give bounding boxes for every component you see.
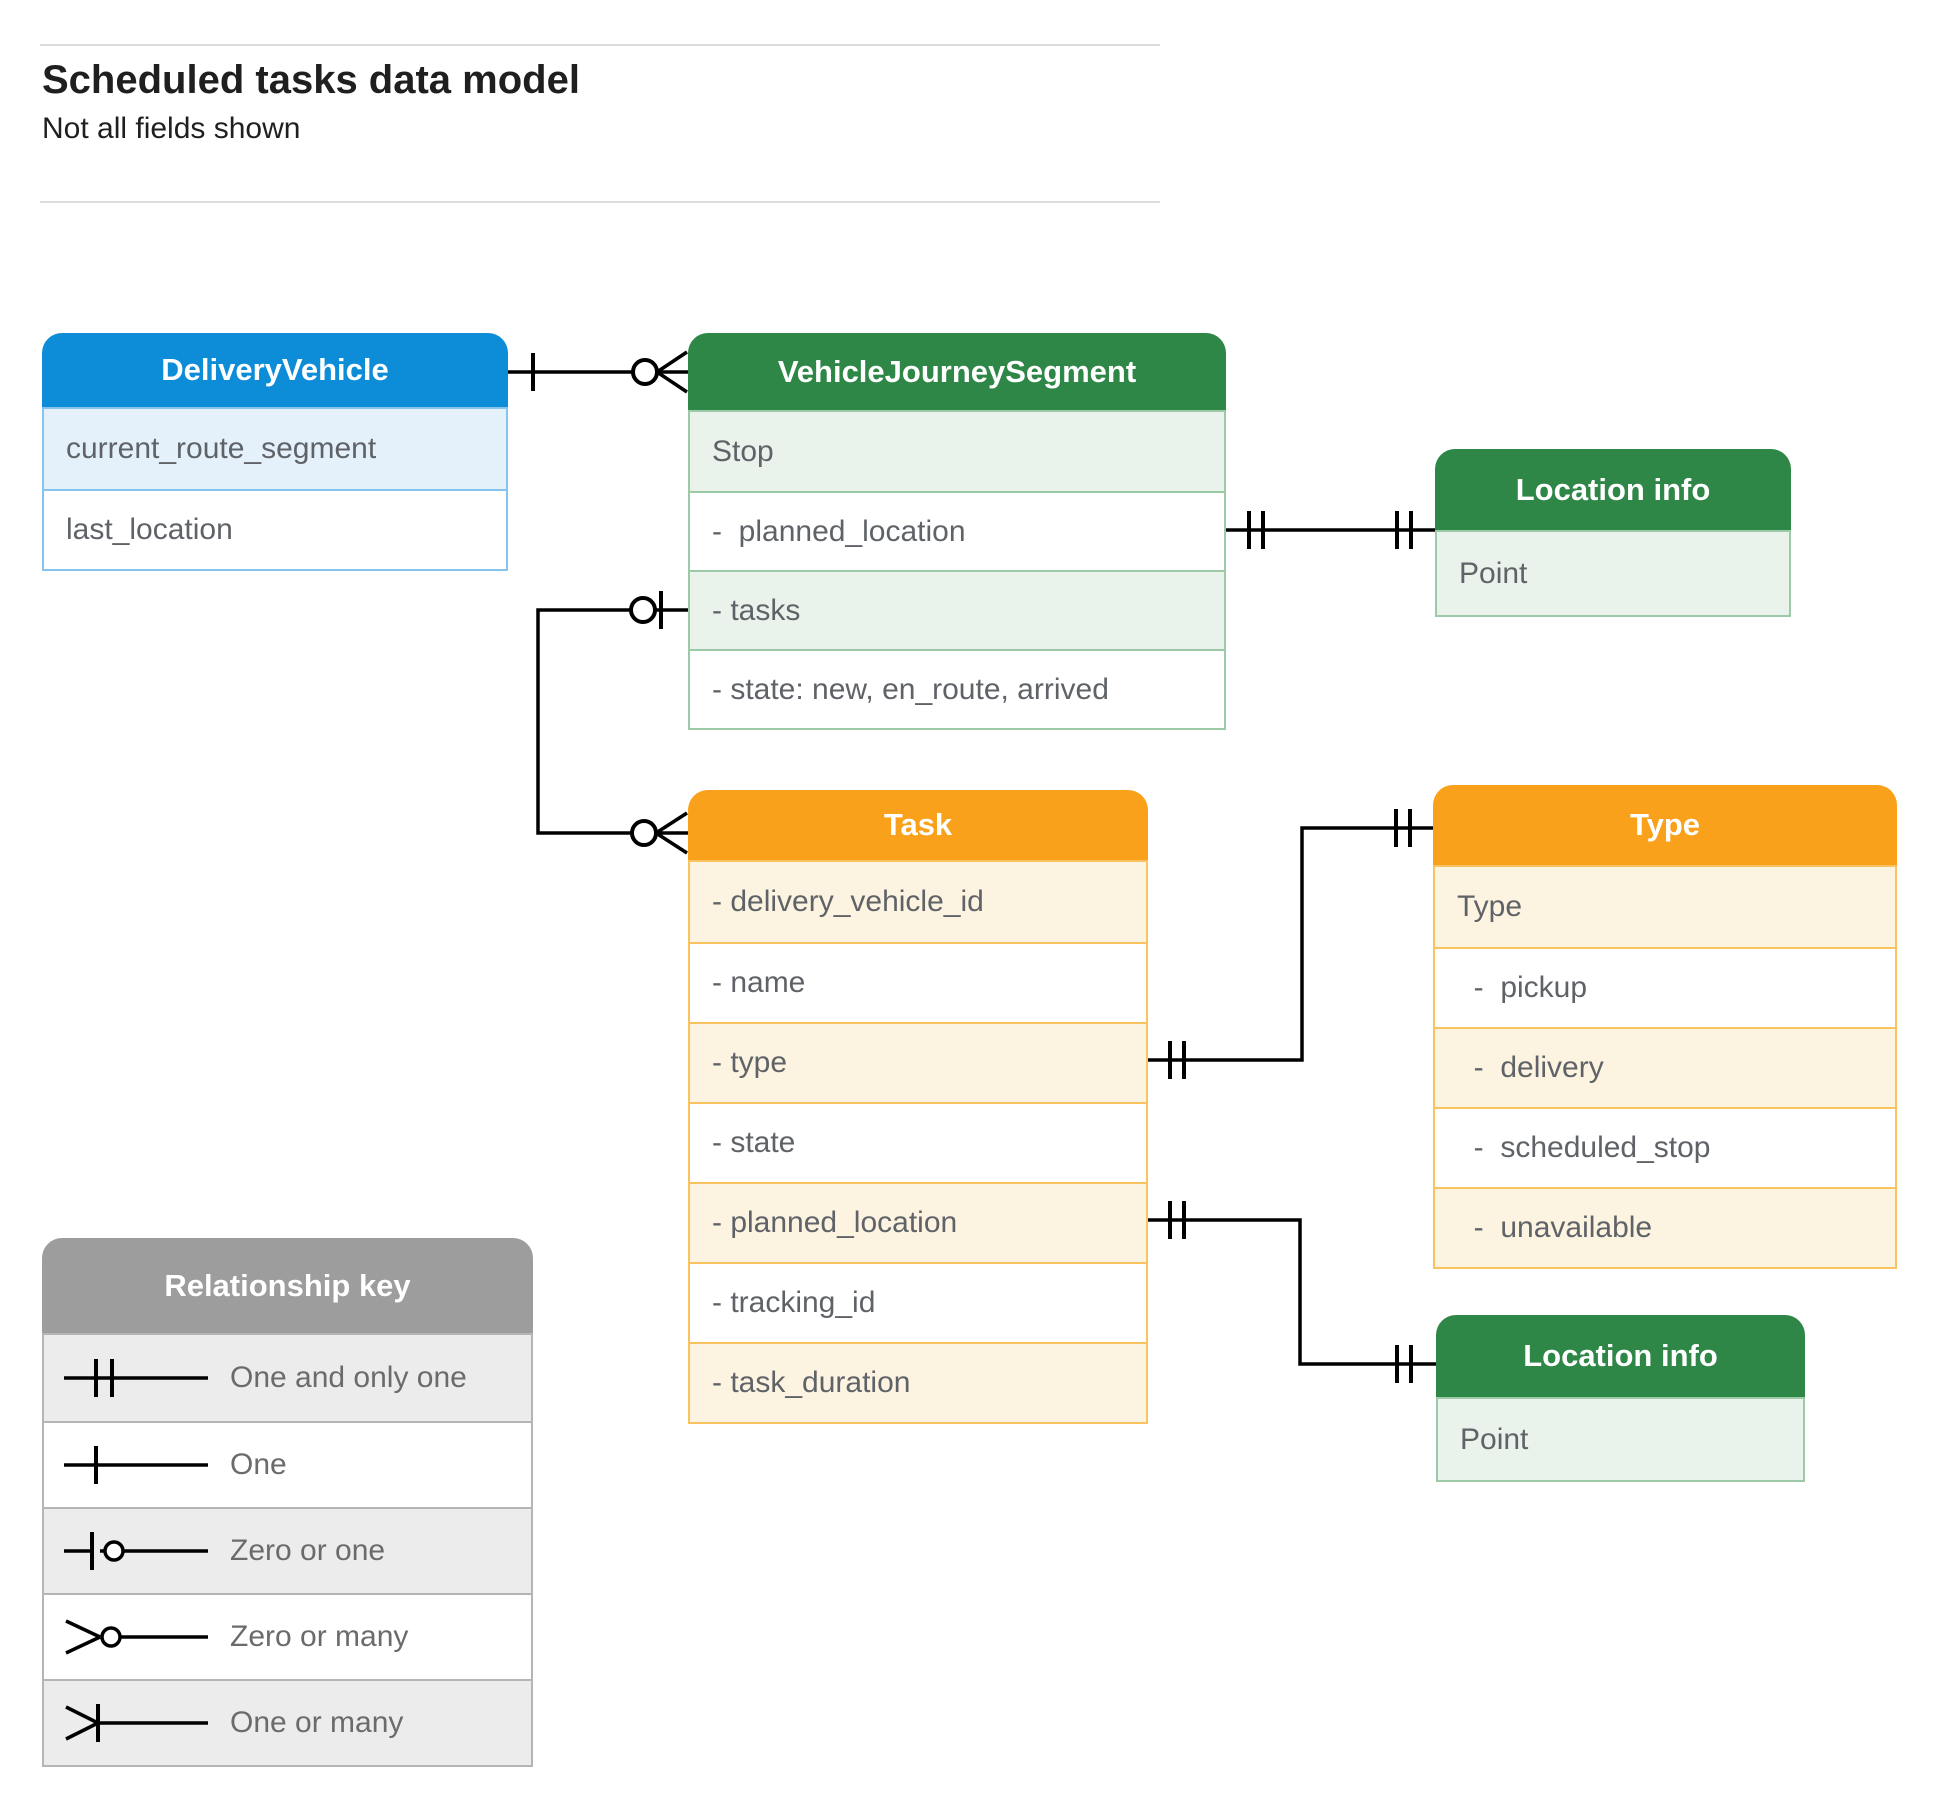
entity-row-label: Point — [1459, 556, 1528, 590]
page-title: Scheduled tasks data model — [42, 58, 580, 102]
entity-location-info-bottom-header: Location info — [1436, 1315, 1805, 1397]
entity-row-label: current_route_segment — [66, 432, 377, 465]
entity-task-row-5: - tracking_id — [690, 1262, 1146, 1342]
entity-task: Task - delivery_vehicle_id - name - type - s… — [688, 790, 1148, 1424]
entity-location-info-bottom-row-0: Point — [1438, 1399, 1803, 1480]
legend-label: One or many — [230, 1706, 404, 1739]
entity-row-label: Point — [1460, 1422, 1529, 1456]
entity-type-row-1: - pickup — [1435, 947, 1895, 1027]
entity-row-label: Type — [1457, 890, 1523, 923]
entity-vehicle-journey-segment-rows: Stop - planned_location - tasks - state: ne… — [688, 410, 1226, 730]
legend-row-one-or-many: One or many — [44, 1679, 531, 1765]
legend-symbol-one-or-many-icon — [65, 1704, 208, 1742]
entity-row-label: - planned_location — [712, 514, 966, 548]
connector-task-locinfo — [1148, 1201, 1436, 1383]
legend-row-one: One — [44, 1421, 531, 1507]
connector-dv-vjs — [508, 350, 688, 394]
legend-label: Zero or many — [230, 1620, 409, 1653]
legend-symbol-one-icon — [64, 1446, 208, 1484]
entity-row-label: - tasks — [712, 593, 801, 627]
connector-vjs-locinfo — [1226, 511, 1435, 549]
entity-row-label: - type — [712, 1046, 788, 1079]
relationship-key-header: Relationship key — [42, 1238, 533, 1333]
entity-type-row-0: Type — [1435, 867, 1895, 947]
entity-vehicle-journey-segment-row-2: - tasks — [690, 570, 1224, 649]
entity-type-row-3: - scheduled_stop — [1435, 1107, 1895, 1187]
entity-row-label: last_location — [66, 513, 233, 546]
top-rule — [40, 44, 1160, 46]
entity-task-rows: - delivery_vehicle_id - name - type - state… — [688, 860, 1148, 1424]
entity-type-row-2: - delivery — [1435, 1027, 1895, 1107]
legend-symbol-zero-or-one-icon — [64, 1532, 208, 1570]
entity-delivery-vehicle-row-0: current_route_segment — [44, 409, 506, 489]
entity-vehicle-journey-segment-header: VehicleJourneySegment — [688, 333, 1226, 410]
entity-row-label: - unavailable — [1457, 1211, 1653, 1244]
legend-label: Zero or one — [230, 1534, 386, 1567]
entity-row-label: - name — [712, 966, 806, 999]
entity-location-info-top-row-0: Point — [1437, 532, 1789, 615]
entity-vehicle-journey-segment-row-3: - state: new, en_route, arrived — [690, 649, 1224, 728]
entity-task-row-2: - type — [690, 1022, 1146, 1102]
entity-row-label: - pickup — [1457, 971, 1588, 1004]
page-subtitle: Not all fields shown — [42, 112, 301, 145]
entity-row-label: - planned_location — [712, 1206, 958, 1239]
entity-task-row-3: - state — [690, 1102, 1146, 1182]
entity-task-row-4: - planned_location — [690, 1182, 1146, 1262]
entity-row-label: - scheduled_stop — [1457, 1131, 1711, 1164]
entity-location-info-top-header: Location info — [1435, 449, 1791, 530]
entity-task-header: Task — [688, 790, 1148, 860]
entity-vehicle-journey-segment-row-0: Stop — [690, 412, 1224, 491]
legend-label: One and only one — [230, 1361, 467, 1394]
legend-row-one-and-only-one: One and only one — [44, 1335, 531, 1421]
entity-row-label: - tracking_id — [712, 1286, 876, 1319]
entity-delivery-vehicle-rows: current_route_segment last_location — [42, 407, 508, 571]
entity-location-info-top-rows: Point — [1435, 530, 1791, 617]
entity-task-row-1: - name — [690, 942, 1146, 1022]
entity-row-label: - delivery — [1457, 1051, 1604, 1084]
legend-symbol-one-and-only-one-icon — [64, 1359, 208, 1397]
entity-vehicle-journey-segment-row-1: - planned_location — [690, 491, 1224, 570]
entity-delivery-vehicle-header: DeliveryVehicle — [42, 333, 508, 407]
legend-row-zero-or-many: Zero or many — [44, 1593, 531, 1679]
connector-vjs-task — [536, 591, 688, 855]
legend-row-zero-or-one: Zero or one — [44, 1507, 531, 1593]
entity-delivery-vehicle-row-1: last_location — [44, 489, 506, 569]
legend-symbol-zero-or-many-icon — [65, 1619, 208, 1655]
legend-label: One — [230, 1448, 287, 1481]
bottom-rule — [40, 201, 1160, 203]
entity-row-label: - state: new, en_route, arrived — [712, 672, 1109, 706]
entity-location-info-bottom-rows: Point — [1436, 1397, 1805, 1482]
entity-task-row-6: - task_duration — [690, 1342, 1146, 1422]
entity-row-label: - delivery_vehicle_id — [712, 885, 984, 918]
entity-type-rows: Type - pickup - delivery - scheduled_sto… — [1433, 865, 1897, 1269]
entity-row-label: - state — [712, 1126, 796, 1159]
entity-type-header: Type — [1433, 785, 1897, 865]
entity-row-label: - task_duration — [712, 1366, 911, 1399]
connector-task-type — [1148, 809, 1433, 1079]
entity-type-row-4: - unavailable — [1435, 1187, 1895, 1267]
entity-task-row-0: - delivery_vehicle_id — [690, 862, 1146, 942]
entity-row-label: Stop — [712, 434, 774, 468]
